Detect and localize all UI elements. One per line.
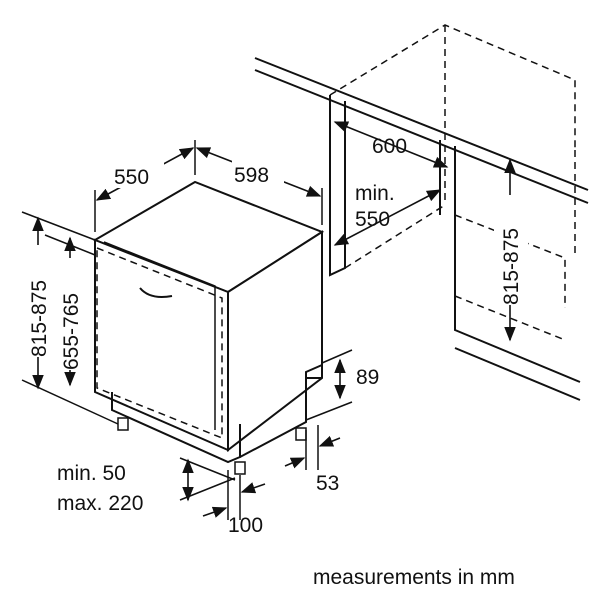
door-inner-edge: [103, 241, 216, 430]
setback-arrow-right: [240, 482, 266, 494]
niche-floor-front: [454, 295, 566, 341]
foot-range-min-label: min. 50: [57, 462, 126, 485]
left-cabinet-panel: [329, 95, 346, 277]
dishwasher-front: [94, 238, 229, 452]
niche-depth-min-label: min.: [355, 182, 395, 205]
left-panel-foot: [329, 267, 346, 276]
height-ext-top: [21, 211, 96, 241]
niche-floor-right: [454, 214, 566, 308]
niche-height-label-bg: [494, 195, 528, 305]
width-label-bg: [232, 160, 284, 186]
foot-back-right: [295, 427, 307, 441]
plinth-side: [239, 377, 322, 458]
units-caption: measurements in mm: [313, 566, 515, 589]
niche-width-arrow: [333, 121, 449, 168]
door-handle: [139, 287, 173, 298]
niche-height-label: 815-875: [500, 228, 523, 305]
foot-front-right: [234, 461, 246, 475]
gap-arrow-right: [318, 435, 341, 447]
plinth-line: [454, 347, 581, 401]
plinth-height-label: 89: [356, 366, 379, 389]
plinth-front: [111, 392, 241, 464]
plinth-step: [305, 364, 323, 380]
depth-label-bg: [112, 162, 164, 188]
niche-top-dashed: [329, 24, 576, 150]
right-cabinet-panel: [454, 146, 581, 383]
outer-height-label: 815-875: [28, 280, 51, 357]
inner-height-bg: [54, 258, 88, 370]
worktop-edge-bottom: [254, 69, 589, 204]
door-outline: [96, 246, 223, 440]
foot-front-left: [117, 417, 129, 431]
inner-height-label: 655-765: [60, 293, 83, 370]
plinth-ext-bottom: [305, 401, 353, 421]
appliance-depth-label: 550: [114, 166, 149, 189]
plinth-ext-top: [321, 349, 353, 364]
appliance-width-label: 598: [234, 164, 269, 187]
niche-depth-value-label: 550: [355, 208, 390, 231]
outer-height-bg: [22, 245, 56, 357]
setback-arrow-left: [202, 506, 228, 518]
plinth-gap-label: 53: [316, 472, 339, 495]
niche-width-label: 600: [372, 135, 407, 158]
niche-depth-arrow: [333, 189, 442, 246]
dishwasher-body: [92, 180, 325, 475]
worktop-edge-top: [254, 57, 589, 191]
gap-arrow-left: [284, 457, 306, 469]
foot-range-max-label: max. 220: [57, 492, 143, 515]
foot-setback-label: 100: [228, 514, 263, 537]
